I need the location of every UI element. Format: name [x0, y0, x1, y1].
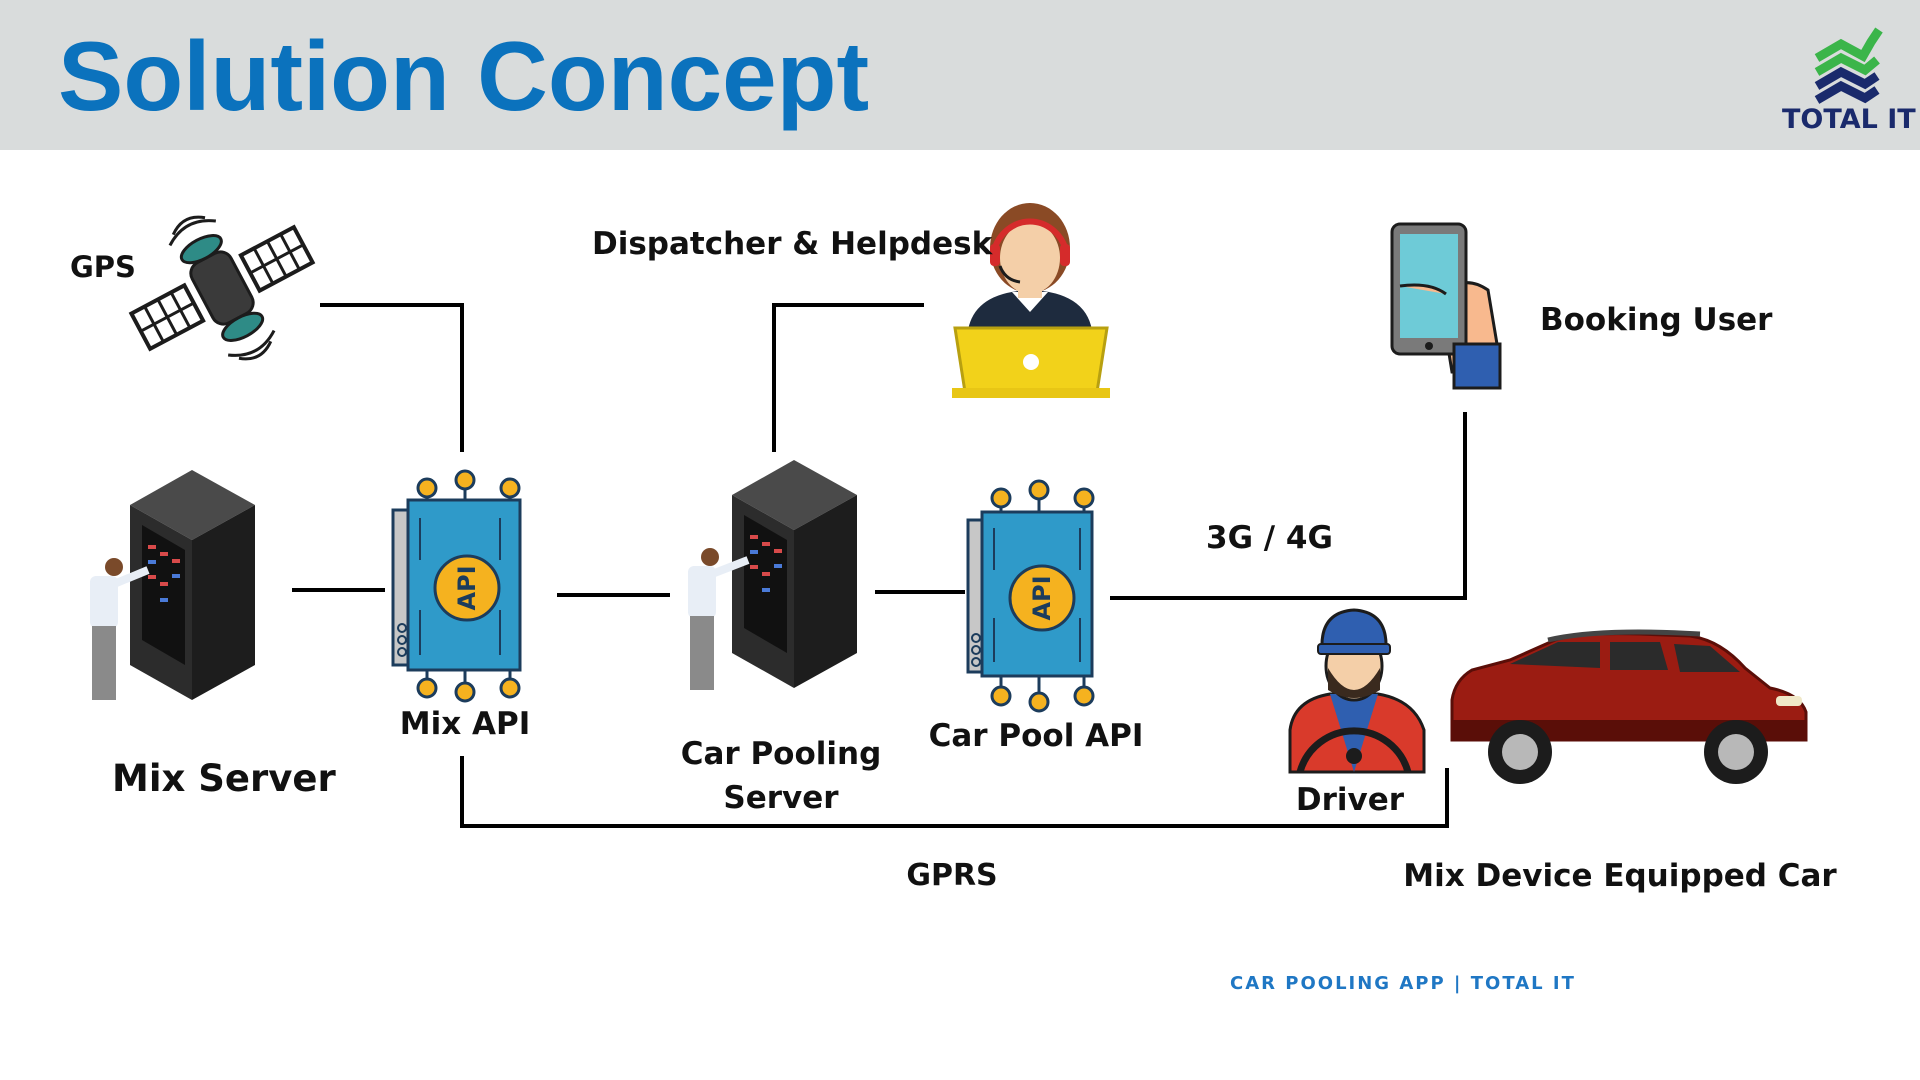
label-driver: Driver [1295, 782, 1405, 818]
server-rack-icon-car-pooling [688, 460, 857, 690]
label-3g-4g: 3G / 4G [1206, 520, 1333, 556]
label-mix-api: Mix API [399, 706, 531, 742]
label-car-pooling-server-line2: Server [723, 780, 839, 816]
label-booking-user: Booking User [1540, 302, 1773, 338]
line-car-pool-api-to-booking-user [1110, 412, 1467, 600]
server-rack-icon-mix [90, 470, 255, 700]
helpdesk-operator-icon [952, 203, 1110, 398]
label-mix-device-equipped-car: Mix Device Equipped Car [1403, 858, 1837, 894]
line-gps-to-mix-api [320, 303, 464, 452]
label-car-pool-api: Car Pool API [928, 718, 1144, 754]
logo-text: TOTAL IT [1782, 104, 1916, 135]
footer-text: CAR POOLING APP | TOTAL IT [1230, 973, 1576, 994]
label-gps: GPS [70, 250, 136, 284]
api-chip-text: API [1028, 575, 1056, 620]
label-mix-server: Mix Server [112, 757, 336, 800]
api-chip-icon-mix: API [391, 469, 522, 703]
api-chip-icon-car-pool: API [966, 479, 1095, 713]
suv-car-icon [1450, 629, 1808, 784]
label-car-pooling-server-line1: Car Pooling [680, 736, 882, 772]
slide-title: Solution Concept [58, 21, 870, 131]
line-helpdesk-to-car-pooling-server [772, 303, 924, 452]
header-band [0, 0, 1920, 150]
driver-icon [1288, 608, 1426, 774]
label-gprs: GPRS [906, 858, 998, 893]
api-chip-text: API [453, 565, 481, 610]
label-dispatcher-helpdesk: Dispatcher & Helpdesk [592, 226, 993, 262]
satellite-icon [128, 215, 316, 361]
smartphone-hand-icon [1390, 222, 1502, 390]
line-gprs [460, 756, 1449, 828]
connector-lines [292, 303, 1467, 828]
total-it-logo-icon [1814, 27, 1883, 104]
